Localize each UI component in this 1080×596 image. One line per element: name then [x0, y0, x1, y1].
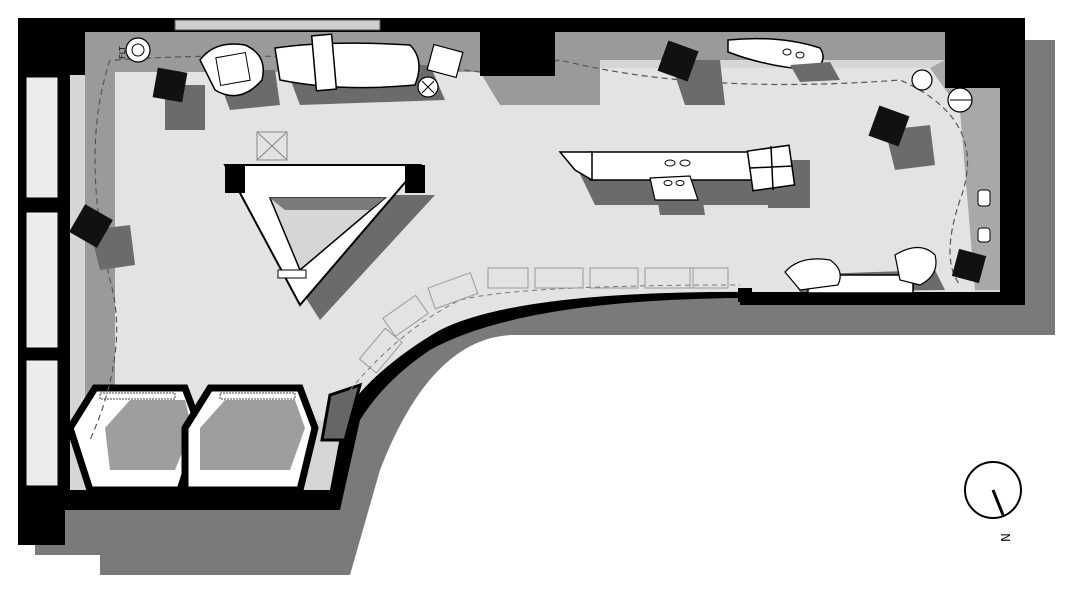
counter-block-right [405, 165, 425, 193]
wall-notch-ne [945, 18, 1025, 88]
sofa-cushion [310, 33, 338, 92]
cube-3 [868, 105, 910, 147]
stool-1 [125, 37, 151, 63]
ceiling-track [89, 55, 969, 441]
armchair-2 [894, 246, 937, 286]
wall-shadow-ne [555, 32, 945, 105]
wall-notch-se-step [738, 288, 752, 302]
stool-2-mark-2 [421, 80, 435, 94]
west-room-3 [21, 355, 63, 491]
curtain-2 [219, 392, 296, 400]
ghost-box-x2 [256, 131, 288, 161]
shoe-2 [679, 159, 691, 167]
east-item-2 [977, 227, 991, 243]
shoe-5 [782, 48, 792, 56]
side-table-2 [426, 43, 464, 79]
bench-cushion [784, 258, 841, 291]
north-label: N [999, 533, 1013, 542]
armchair-seat [215, 52, 251, 86]
triangle-counter-inner-shade [270, 198, 385, 210]
curved-entry-wall [320, 382, 363, 442]
floor-light-zone [115, 68, 975, 420]
cube-5 [951, 248, 987, 284]
north-arrow-needle [991, 489, 1005, 516]
door-mark-label: FLT [118, 46, 127, 59]
east-item-1 [977, 189, 991, 207]
sofa-2 [727, 37, 824, 71]
west-room-1 [21, 72, 63, 203]
sofa [274, 42, 420, 89]
ghost-box [256, 131, 288, 161]
cube-4 [69, 204, 113, 248]
counter-block-left [225, 165, 245, 193]
table-cube [746, 144, 796, 192]
table-tip [558, 151, 593, 182]
stool-3 [911, 69, 933, 91]
display-rail [349, 284, 741, 391]
side-cube-1 [152, 67, 188, 103]
counter-register [277, 269, 307, 279]
stool-1-inner [131, 43, 145, 57]
shoe-6 [795, 51, 805, 59]
curtain-1 [99, 392, 176, 400]
fitting-room-2-shade [200, 400, 305, 470]
sofa-2-shadow [790, 62, 840, 82]
cube-2 [657, 40, 699, 82]
rail-displays [358, 267, 729, 374]
shoe-4 [675, 180, 685, 186]
shoe-3 [663, 180, 673, 186]
shoe-1 [664, 159, 676, 167]
top-window [174, 19, 381, 31]
wall-notch-top [480, 18, 555, 76]
table-stool [649, 175, 699, 201]
west-room-2 [21, 207, 63, 353]
fitting-room-1-shade [105, 400, 192, 470]
